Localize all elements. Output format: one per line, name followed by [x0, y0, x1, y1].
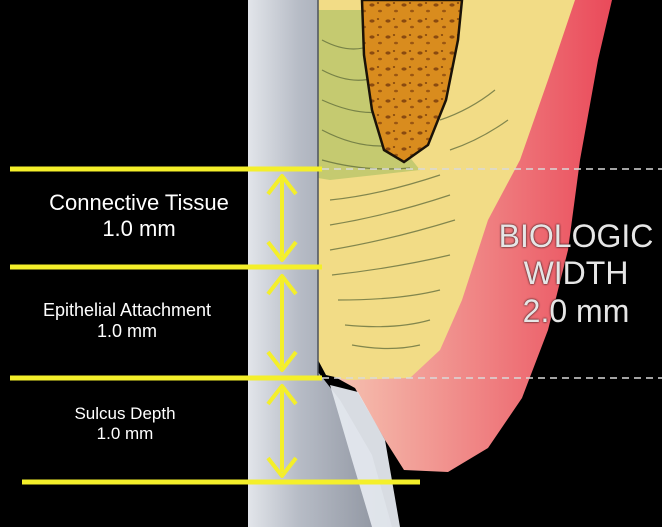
label-epithelial-attachment: Epithelial Attachment 1.0 mm [8, 300, 246, 342]
sulcus-depth-value: 1.0 mm [40, 424, 210, 444]
epithelial-attachment-name: Epithelial Attachment [8, 300, 246, 321]
label-connective-tissue: Connective Tissue 1.0 mm [8, 190, 270, 242]
sulcus-depth-name: Sulcus Depth [40, 404, 210, 424]
biologic-width-line2: WIDTH [478, 255, 662, 292]
label-biologic-width: BIOLOGIC WIDTH 2.0 mm [478, 218, 662, 330]
connective-tissue-name: Connective Tissue [8, 190, 270, 216]
epithelial-attachment-value: 1.0 mm [8, 321, 246, 342]
biologic-width-line1: BIOLOGIC [478, 218, 662, 255]
connective-tissue-value: 1.0 mm [8, 216, 270, 242]
biologic-width-value: 2.0 mm [478, 293, 662, 330]
label-sulcus-depth: Sulcus Depth 1.0 mm [40, 404, 210, 444]
